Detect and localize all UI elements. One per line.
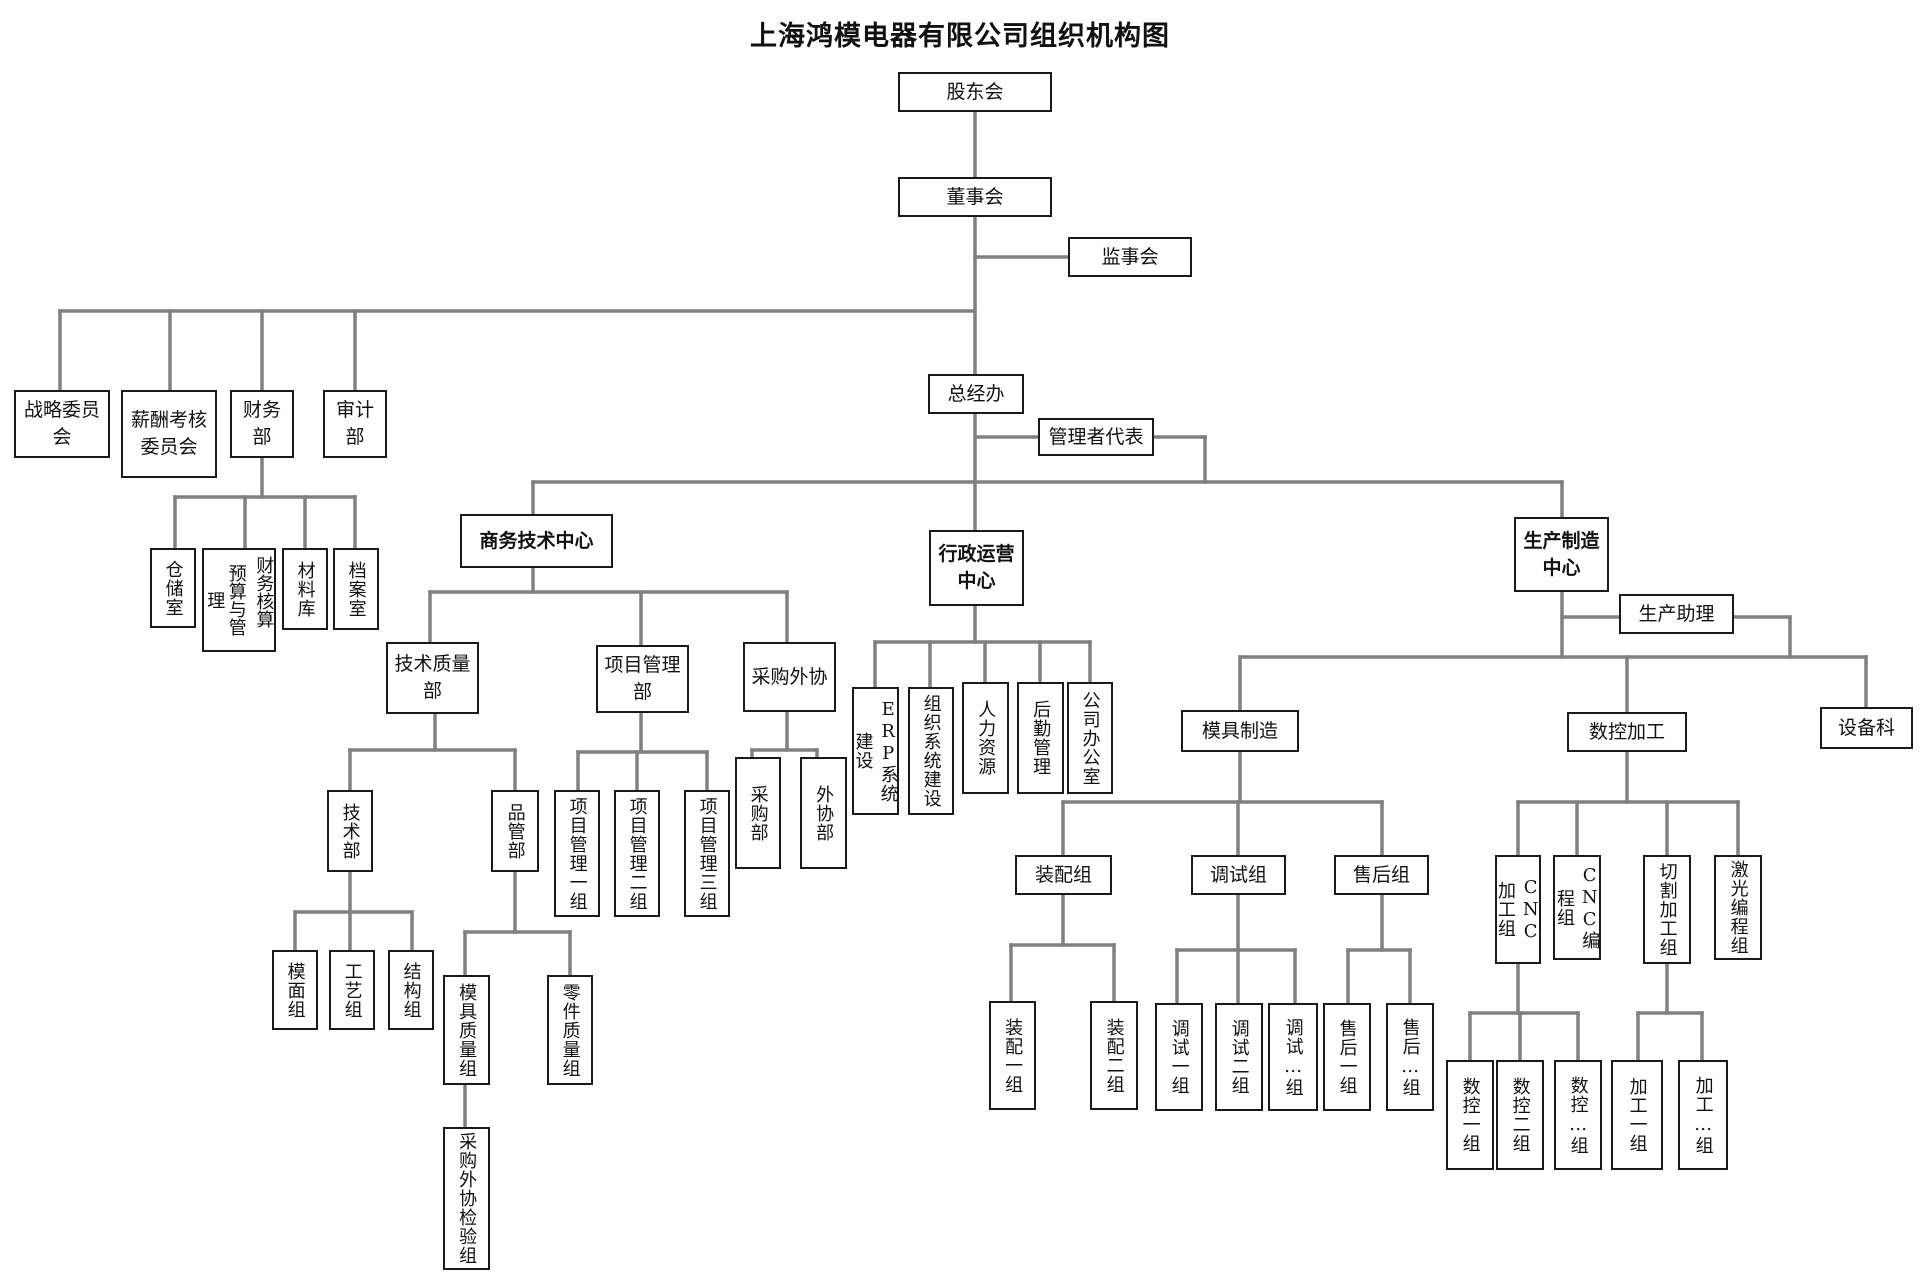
node-mold-making[interactable]: 模具制造 xyxy=(1181,710,1299,752)
node-supervisors[interactable]: 监事会 xyxy=(1068,237,1192,277)
budget-finance-col-1: 财务核算 xyxy=(253,556,275,628)
chart-title: 上海鸿模电器有限公司组织机构图 xyxy=(750,21,1170,52)
node-materials-store[interactable]: 材料库 xyxy=(282,548,328,630)
node-assembly-2[interactable]: 装配二组 xyxy=(1090,1001,1138,1110)
node-mold-surface-group[interactable]: 模面组 xyxy=(272,950,318,1030)
node-quality-dept[interactable]: 品管部 xyxy=(491,790,539,872)
node-budget-finance[interactable]: 财务核算 预算与管理 xyxy=(202,548,276,652)
node-warehouse[interactable]: 仓储室 xyxy=(150,548,196,628)
node-outsourcing-dept[interactable]: 外协部 xyxy=(800,757,847,869)
node-archives[interactable]: 档案室 xyxy=(333,548,379,630)
node-compensation-committee[interactable]: 薪酬考核委员会 xyxy=(121,390,217,478)
node-management-rep[interactable]: 管理者代表 xyxy=(1038,418,1154,456)
node-admin-center[interactable]: 行政运营中心 xyxy=(929,530,1024,606)
node-production-assistant[interactable]: 生产助理 xyxy=(1619,594,1734,634)
node-process-group[interactable]: 工艺组 xyxy=(329,950,375,1030)
node-mold-quality-group[interactable]: 模具质量组 xyxy=(443,975,490,1085)
node-general-manager[interactable]: 总经办 xyxy=(928,374,1024,414)
node-erp-build[interactable]: ERP系统建设 xyxy=(852,687,899,815)
node-after-sales-n[interactable]: 售后…组 xyxy=(1386,1003,1434,1111)
node-hr[interactable]: 人力资源 xyxy=(962,682,1009,794)
node-cnc-processing-group[interactable]: CNC 加工组 xyxy=(1495,855,1541,964)
node-assembly-1[interactable]: 装配一组 xyxy=(989,1001,1036,1110)
budget-finance-text: 财务核算 预算与管理 xyxy=(204,556,275,644)
node-tech-dept[interactable]: 技术部 xyxy=(327,790,373,872)
node-equipment-section[interactable]: 设备科 xyxy=(1820,707,1913,749)
node-production-center[interactable]: 生产制造中心 xyxy=(1514,517,1609,592)
node-purchase-inspection-group[interactable]: 采购外协检验组 xyxy=(443,1127,490,1270)
node-processing-n[interactable]: 加工…组 xyxy=(1678,1060,1728,1170)
node-purchase-outsource[interactable]: 采购外协 xyxy=(743,642,836,712)
node-board[interactable]: 董事会 xyxy=(898,177,1052,217)
node-cnc-n[interactable]: 数控…组 xyxy=(1554,1060,1602,1170)
node-purchasing-dept[interactable]: 采购部 xyxy=(735,757,781,869)
node-structure-group[interactable]: 结构组 xyxy=(388,950,434,1030)
node-debug-1[interactable]: 调试一组 xyxy=(1155,1003,1203,1111)
node-org-build[interactable]: 组织系统建设 xyxy=(908,687,954,815)
node-strategy-committee[interactable]: 战略委员会 xyxy=(14,390,110,458)
node-business-tech-center[interactable]: 商务技术中心 xyxy=(460,514,613,568)
node-debug-n[interactable]: 调试…组 xyxy=(1268,1003,1318,1111)
node-cnc-processing[interactable]: 数控加工 xyxy=(1567,712,1687,752)
node-debug-2[interactable]: 调试二组 xyxy=(1215,1003,1263,1111)
node-project-group-3[interactable]: 项目管理三组 xyxy=(684,790,730,917)
node-cnc-programming-group[interactable]: CNC编程组 xyxy=(1553,855,1601,960)
node-company-office[interactable]: 公司办公室 xyxy=(1067,682,1113,794)
node-project-mgmt-dept[interactable]: 项目管理部 xyxy=(596,645,689,713)
node-cnc-2[interactable]: 数控二组 xyxy=(1496,1060,1544,1170)
node-cnc-1[interactable]: 数控一组 xyxy=(1446,1060,1494,1170)
node-after-sales-1[interactable]: 售后一组 xyxy=(1323,1003,1371,1111)
node-tech-quality-dept[interactable]: 技术质量部 xyxy=(386,642,479,714)
node-project-group-2[interactable]: 项目管理二组 xyxy=(614,790,660,917)
node-audit-dept[interactable]: 审计部 xyxy=(323,390,387,458)
node-shareholders[interactable]: 股东会 xyxy=(898,72,1052,112)
node-processing-1[interactable]: 加工一组 xyxy=(1611,1060,1663,1170)
node-logistics[interactable]: 后勤管理 xyxy=(1017,682,1064,794)
node-laser-programming-group[interactable]: 激光编程组 xyxy=(1714,855,1762,960)
budget-finance-col-2: 预算与管理 xyxy=(204,564,247,636)
node-parts-quality-group[interactable]: 零件质量组 xyxy=(547,975,593,1085)
node-finance-dept[interactable]: 财务部 xyxy=(230,390,294,458)
node-project-group-1[interactable]: 项目管理一组 xyxy=(554,790,600,917)
node-debug-group[interactable]: 调试组 xyxy=(1191,855,1286,895)
node-after-sales-group[interactable]: 售后组 xyxy=(1334,855,1429,895)
node-assembly-group[interactable]: 装配组 xyxy=(1015,855,1112,895)
node-cutting-group[interactable]: 切割加工组 xyxy=(1643,855,1691,964)
